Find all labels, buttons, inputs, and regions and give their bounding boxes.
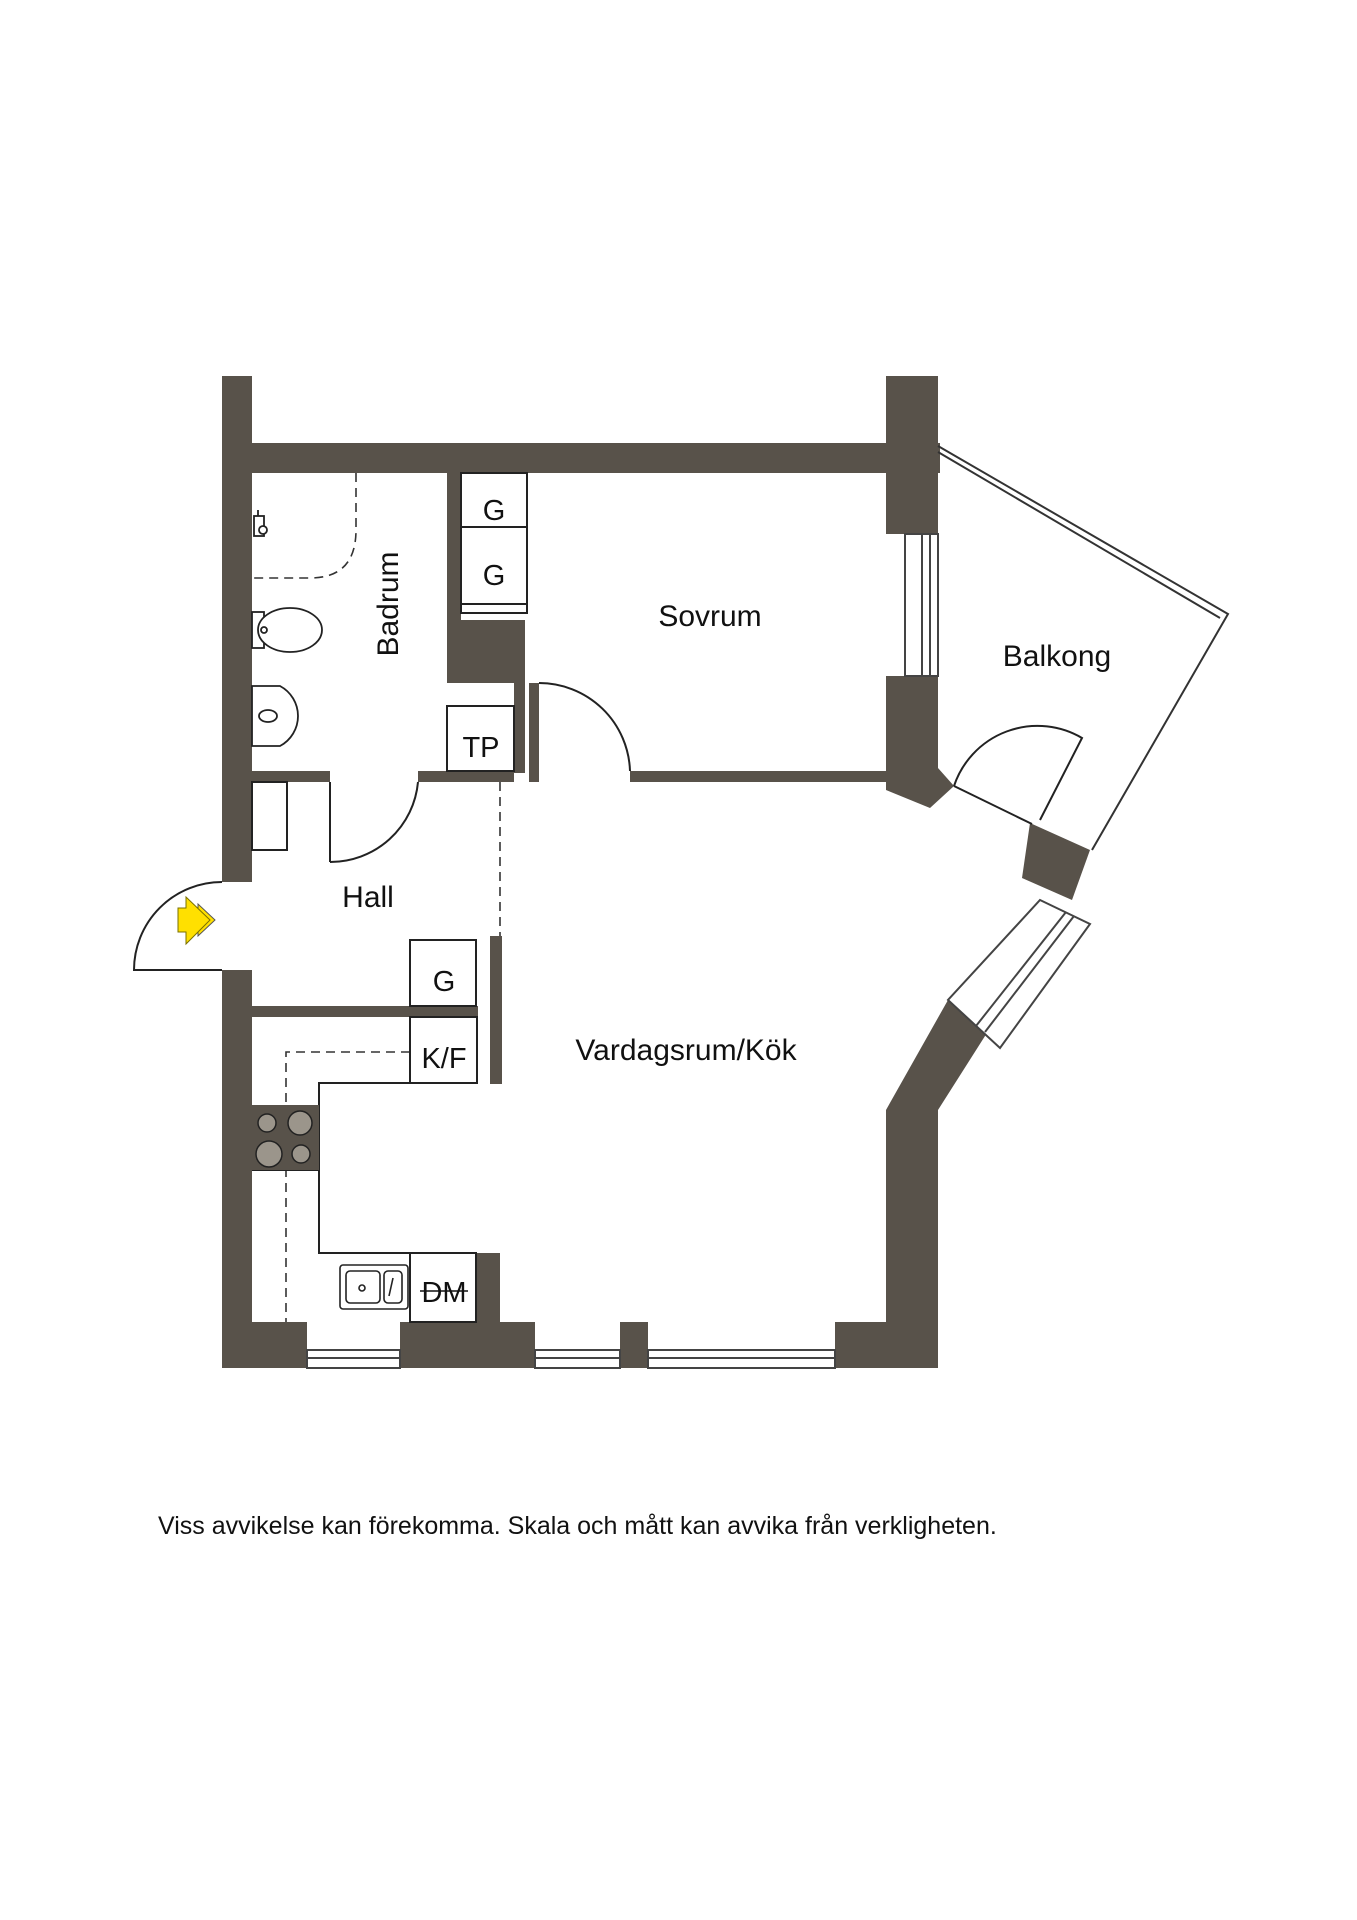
bath-fixtures [251, 510, 323, 747]
wardrobe-label-g-3: G [433, 966, 456, 998]
dm-label: DM [421, 1277, 466, 1309]
wardrobe-g-2 [460, 526, 528, 614]
wardrobe-label-g-1: G [483, 495, 506, 527]
kf-label: K/F [421, 1043, 466, 1075]
balcony-outline [937, 445, 1230, 851]
toilet-icon [251, 607, 323, 653]
room-label-balkong: Balkong [1003, 640, 1111, 673]
shower-tap-icon [253, 510, 268, 537]
stove-icon [252, 1105, 319, 1170]
room-label-hall: Hall [342, 881, 394, 914]
kf-box [409, 1016, 478, 1084]
doors [132, 682, 1084, 971]
wardrobe-label-g-2: G [483, 560, 506, 592]
walls [222, 376, 1090, 1368]
hall-closet [251, 781, 288, 851]
kitchen-sink-icon [339, 1264, 409, 1310]
room-label-badrum: Badrum [372, 551, 405, 656]
room-label-sovrum: Sovrum [658, 600, 761, 633]
windows [306, 533, 1092, 1369]
tp-label: TP [462, 732, 499, 764]
wardrobe-g-3 [409, 939, 477, 1007]
room-label-vardagsrum-kok: Vardagsrum/Kök [575, 1034, 797, 1067]
dashed-lines [252, 473, 501, 1322]
cabinets [251, 472, 528, 1323]
tp-box [446, 705, 515, 772]
dm-box [409, 1252, 477, 1323]
disclaimer-text: Viss avvikelse kan förekomma. Skala och … [158, 1512, 997, 1540]
entrance-arrow-icon [177, 895, 216, 946]
washbasin-icon [251, 685, 299, 747]
